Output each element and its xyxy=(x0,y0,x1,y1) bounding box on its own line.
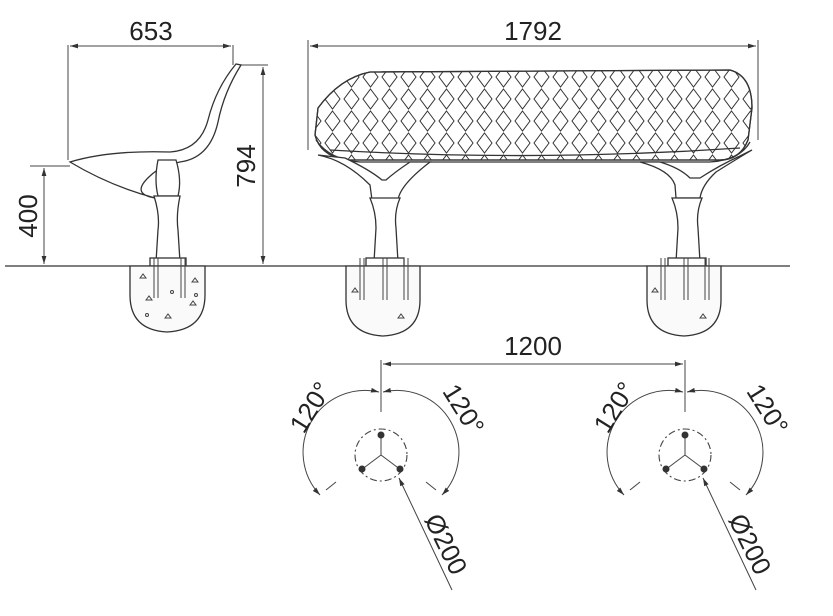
post-spacing-label: 1200 xyxy=(504,331,562,361)
seat-bracket-side xyxy=(155,159,181,197)
front-view: 1792 xyxy=(307,16,759,337)
right-support xyxy=(639,149,753,199)
angle-label-right-b: 120° xyxy=(741,378,795,440)
bench-length-label: 1792 xyxy=(504,16,562,46)
anchor-pattern-left: 120° 120° Ø200 xyxy=(283,376,491,591)
anchor-details: 1200 120° 120° Ø200 xyxy=(283,331,795,591)
angle-label-left-a: 120° xyxy=(283,376,337,438)
diameter-label-right: Ø200 xyxy=(723,509,778,579)
seat-height-label: 400 xyxy=(13,194,43,237)
seat-shell-side xyxy=(68,63,243,199)
diameter-label-left: Ø200 xyxy=(419,509,474,579)
total-height-label: 794 xyxy=(231,144,261,187)
post-side xyxy=(153,195,181,263)
angle-label-right-a: 120° xyxy=(587,376,641,438)
left-support xyxy=(317,154,432,201)
anchor-pattern-right: 120° 120° Ø200 xyxy=(587,376,795,591)
left-post xyxy=(369,197,401,263)
right-post xyxy=(671,197,703,263)
seat-depth-label: 653 xyxy=(129,16,172,46)
angle-label-left-b: 120° xyxy=(437,378,491,440)
side-view: 653 794 400 xyxy=(13,16,268,333)
